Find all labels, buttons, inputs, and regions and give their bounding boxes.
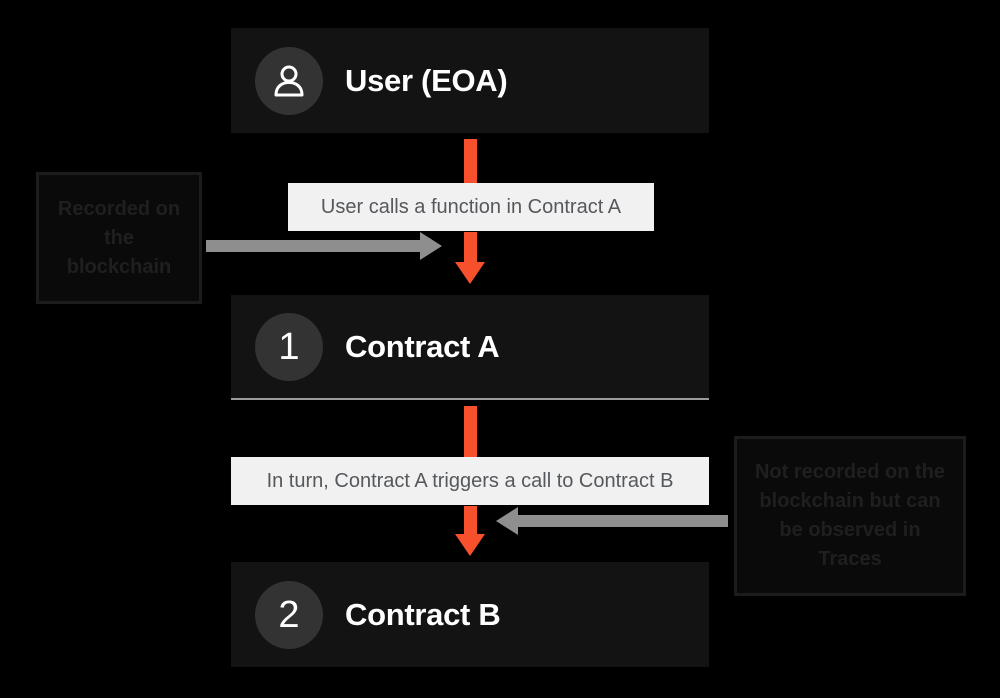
flow-arrow-shaft-upper-1 bbox=[464, 139, 477, 185]
annotation-note-not-recorded: Not recorded on the blockchain but can b… bbox=[734, 436, 966, 596]
node-contract-a[interactable]: 1 Contract A bbox=[231, 295, 709, 400]
person-icon bbox=[274, 65, 304, 96]
annotation-arrow-shaft-right bbox=[518, 515, 728, 527]
user-avatar bbox=[255, 46, 323, 115]
annotation-arrowhead-right-icon bbox=[420, 232, 442, 260]
node-user[interactable]: User (EOA) bbox=[231, 28, 709, 133]
annotation-arrowhead-left-icon bbox=[496, 507, 518, 535]
step-number-badge-2: 2 bbox=[255, 580, 323, 649]
annotation-arrow-shaft-left bbox=[206, 240, 421, 252]
flow-arrow-shaft-upper-2 bbox=[464, 406, 477, 458]
node-title-user: User (EOA) bbox=[345, 62, 508, 98]
flow-label-contract-a-to-contract-b: In turn, Contract A triggers a call to C… bbox=[231, 457, 709, 505]
flow-arrowhead-1 bbox=[455, 262, 485, 284]
annotation-note-recorded: Recorded on the blockchain bbox=[36, 172, 202, 304]
flow-arrow-shaft-lower-2 bbox=[464, 506, 477, 536]
flow-arrow-shaft-lower-1 bbox=[464, 232, 477, 264]
node-contract-b[interactable]: 2 Contract B bbox=[231, 562, 709, 667]
node-title-contract-b: Contract B bbox=[345, 596, 501, 632]
flow-label-user-to-contract-a: User calls a function in Contract A bbox=[288, 183, 654, 231]
node-title-contract-a: Contract A bbox=[345, 328, 500, 364]
flow-arrowhead-2 bbox=[455, 534, 485, 556]
step-number-badge-1: 1 bbox=[255, 312, 323, 381]
